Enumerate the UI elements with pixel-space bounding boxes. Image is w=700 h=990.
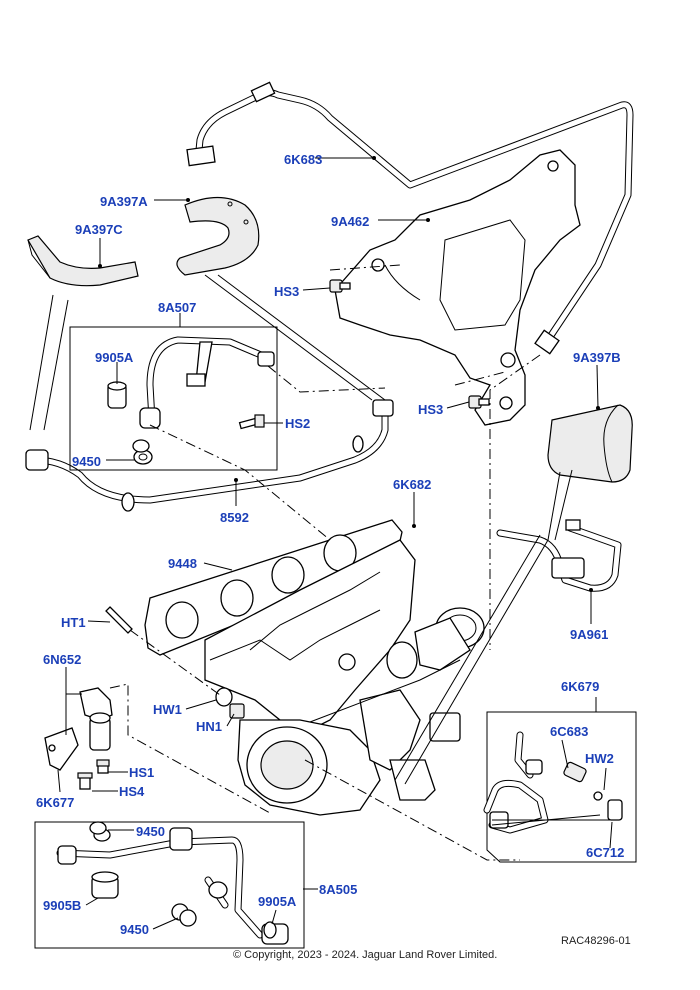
label-HS4: HS4 [119,784,145,799]
label-9450-top: 9450 [72,454,101,469]
bolt-HS3-top [329,279,351,293]
pipe-assembly-8A507 [69,326,278,471]
label-9905A-bot: 9905A [258,894,297,909]
label-HW1: HW1 [153,702,182,717]
stud-HT1 [105,606,133,634]
label-9905A-top: 9905A [95,350,134,365]
part-labels: 6K683 9A397A 9A462 9A397C HS3 8A507 9905… [36,152,624,937]
label-HS3-top: HS3 [274,284,299,299]
label-HW2: HW2 [585,751,614,766]
turbo-manifold-6K682 [204,539,485,816]
label-9A961: 9A961 [570,627,608,642]
label-HS2: HS2 [285,416,310,431]
bolt-HS2 [238,414,265,430]
label-6N652: 6N652 [43,652,81,667]
label-9A397C: 9A397C [75,222,123,237]
label-HS1: HS1 [129,765,154,780]
label-9A462: 9A462 [331,214,369,229]
label-6K677: 6K677 [36,795,74,810]
gasket-9448 [144,519,403,656]
label-6K683: 6K683 [284,152,322,167]
washer-HW1 [215,687,233,707]
label-9450-bot2: 9450 [120,922,149,937]
label-HT1: HT1 [61,615,86,630]
bracket-6K677 [44,727,79,771]
label-6C712: 6C712 [586,845,624,860]
copyright-notice: © Copyright, 2023 - 2024. Jaguar Land Ro… [233,949,498,961]
label-9A397B: 9A397B [573,350,621,365]
coolant-pipe-8592 [25,399,394,512]
label-9905B: 9905B [43,898,81,913]
pipe-assembly-6K679 [483,711,637,863]
label-6C683: 6C683 [550,724,588,739]
label-6K682: 6K682 [393,477,431,492]
label-9450-bot1: 9450 [136,824,165,839]
label-8A505: 8A505 [319,882,357,897]
label-9448: 9448 [168,556,197,571]
insulation-9A397C [27,235,139,287]
bolt-HS4 [77,772,93,790]
bolt-HS3-mid [468,395,490,409]
nut-HN1 [229,703,245,719]
heat-shield-9A462 [334,149,581,426]
label-8592: 8592 [220,510,249,525]
insulation-9A397B [547,404,633,483]
bracket-6N652 [79,687,113,751]
coolant-pipe-6K683 [186,81,634,355]
insulation-9A397A [176,196,260,276]
label-8A507: 8A507 [158,300,196,315]
coolant-pipe-9A961 [496,519,622,592]
label-6K679: 6K679 [561,679,599,694]
reference-code: RAC48296-01 [561,935,631,947]
leader-lines [29,156,613,930]
bolt-HS1 [96,759,110,774]
pipe-assembly-8A505 [34,821,305,949]
label-9A397A: 9A397A [100,194,148,209]
label-HS3-mid: HS3 [418,402,443,417]
label-HN1: HN1 [196,719,222,734]
